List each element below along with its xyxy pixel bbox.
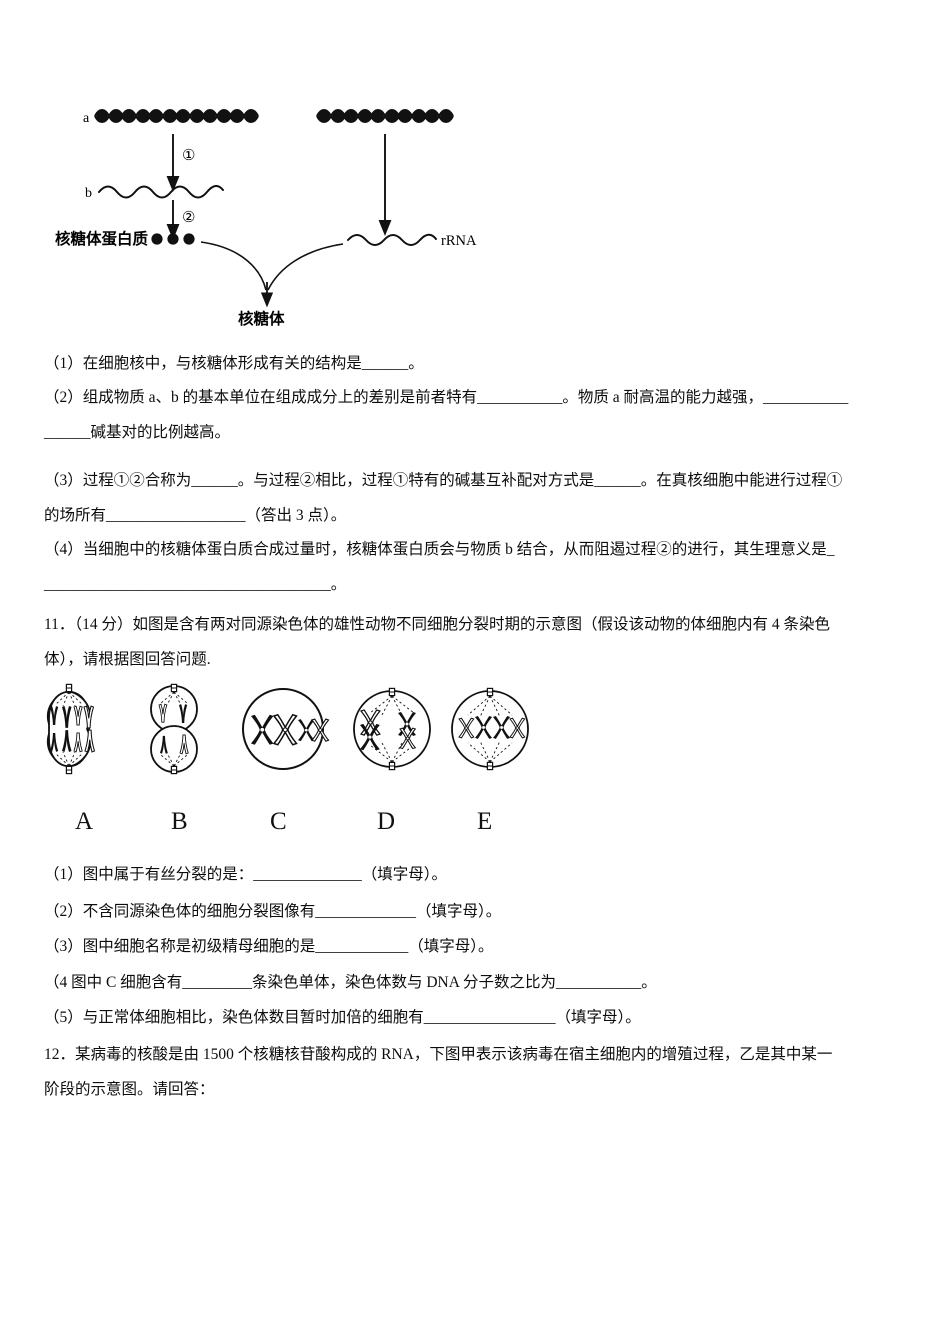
question-11-stem-line-1: 11．（14 分）如图是含有两对同源染色体的雄性动物不同细胞分裂时期的示意图（假…	[44, 616, 831, 633]
step-1-circled-number: ①	[182, 148, 195, 164]
ribosome-assembly-figure: a ① b ② 核糖体蛋白质	[55, 92, 535, 332]
ribosome-label: 核糖体	[238, 309, 285, 328]
rna-strand-b	[98, 185, 224, 199]
q11-part-1-text: （1）图中属于有丝分裂的是：______________（填字母）。	[44, 866, 448, 883]
q11-part-3-text: （3）图中细胞名称是初级精母细胞的是____________（填字母）。	[44, 938, 494, 955]
step-2-circled-number: ②	[182, 210, 195, 226]
label-b: b	[85, 186, 92, 201]
cell-label-e: E	[477, 808, 493, 835]
merge-curve-right	[267, 243, 344, 291]
cell-division-figure	[45, 683, 545, 843]
cell-label-d: D	[377, 808, 396, 835]
q11-part-2: （2）不含同源染色体的细胞分裂图像有_____________（填字母）。	[44, 895, 910, 930]
dna-helix-a	[93, 108, 260, 124]
rrna-strand	[347, 233, 437, 246]
cell-diagram-b	[150, 683, 198, 775]
cell-label-b: B	[171, 808, 188, 835]
cell-diagram-a	[46, 683, 96, 775]
q11-part-2-text: （2）不含同源染色体的细胞分裂图像有_____________（填字母）。	[44, 903, 502, 920]
q11-part-3: （3）图中细胞名称是初级精母细胞的是____________（填字母）。	[44, 930, 910, 965]
q10-part-4: （4）当细胞中的核糖体蛋白质合成过量时，核糖体蛋白质会与物质 b 结合，从而阻遏…	[44, 533, 910, 602]
q11-part-1: （1）图中属于有丝分裂的是：______________（填字母）。	[44, 858, 910, 893]
dna-helix-right	[315, 108, 455, 124]
cell-label-a: A	[75, 808, 94, 835]
q10-part-2-line-1: （2）组成物质 a、b 的基本单位在组成成分上的差别是前者特有_________…	[44, 389, 849, 406]
q10-part-2-line-2: ______碱基对的比例越高。	[44, 423, 231, 441]
merge-curve-left	[200, 241, 267, 291]
label-a: a	[83, 111, 90, 126]
question-12-stem: 12．某病毒的核酸是由 1500 个核糖核苷酸构成的 RNA，下图甲表示该病毒在…	[44, 1038, 910, 1107]
ribosomal-protein-dots	[151, 233, 195, 245]
cell-label-c: C	[270, 808, 287, 835]
ribosomal-protein-label: 核糖体蛋白质	[55, 229, 149, 248]
q10-part-4-line-1: （4）当细胞中的核糖体蛋白质合成过量时，核糖体蛋白质会与物质 b 结合，从而阻遏…	[44, 541, 835, 558]
q10-part-1-text: （1）在细胞核中，与核糖体形成有关的结构是______。	[44, 355, 424, 372]
question-11-stem-line-2: 体），请根据图回答问题.	[44, 650, 211, 668]
q11-part-5: （5）与正常体细胞相比，染色体数目暂时加倍的细胞有_______________…	[44, 1001, 910, 1036]
cell-label-row: A B C D E	[45, 808, 545, 844]
cell-diagram-d	[353, 687, 431, 771]
cell-diagram-e	[451, 687, 529, 771]
question-12-stem-line-2: 阶段的示意图。请回答：	[44, 1080, 215, 1098]
question-11-stem: 11．（14 分）如图是含有两对同源染色体的雄性动物不同细胞分裂时期的示意图（假…	[44, 608, 910, 677]
rrna-label: rRNA	[441, 233, 477, 249]
q11-part-4: （4 图中 C 细胞含有_________条染色单体，染色体数与 DNA 分子数…	[44, 966, 910, 1001]
q10-part-3: （3）过程①②合称为______。与过程②相比，过程①特有的碱基互补配对方式是_…	[44, 464, 910, 533]
q10-part-2: （2）组成物质 a、b 的基本单位在组成成分上的差别是前者特有_________…	[44, 381, 910, 450]
q10-part-3-line-1: （3）过程①②合称为______。与过程②相比，过程①特有的碱基互补配对方式是_…	[44, 472, 843, 489]
question-12-stem-line-1: 12．某病毒的核酸是由 1500 个核糖核苷酸构成的 RNA，下图甲表示该病毒在…	[44, 1046, 833, 1063]
q10-part-4-line-2: _____________________________________。	[44, 575, 347, 593]
q11-part-4-text: （4 图中 C 细胞含有_________条染色单体，染色体数与 DNA 分子数…	[44, 974, 657, 991]
q11-part-5-text: （5）与正常体细胞相比，染色体数目暂时加倍的细胞有_______________…	[44, 1009, 641, 1026]
cell-diagram-c	[242, 688, 330, 770]
q10-part-1: （1）在细胞核中，与核糖体形成有关的结构是______。	[44, 347, 910, 382]
q10-part-3-line-2: 的场所有__________________（答出 3 点）。	[44, 506, 347, 524]
